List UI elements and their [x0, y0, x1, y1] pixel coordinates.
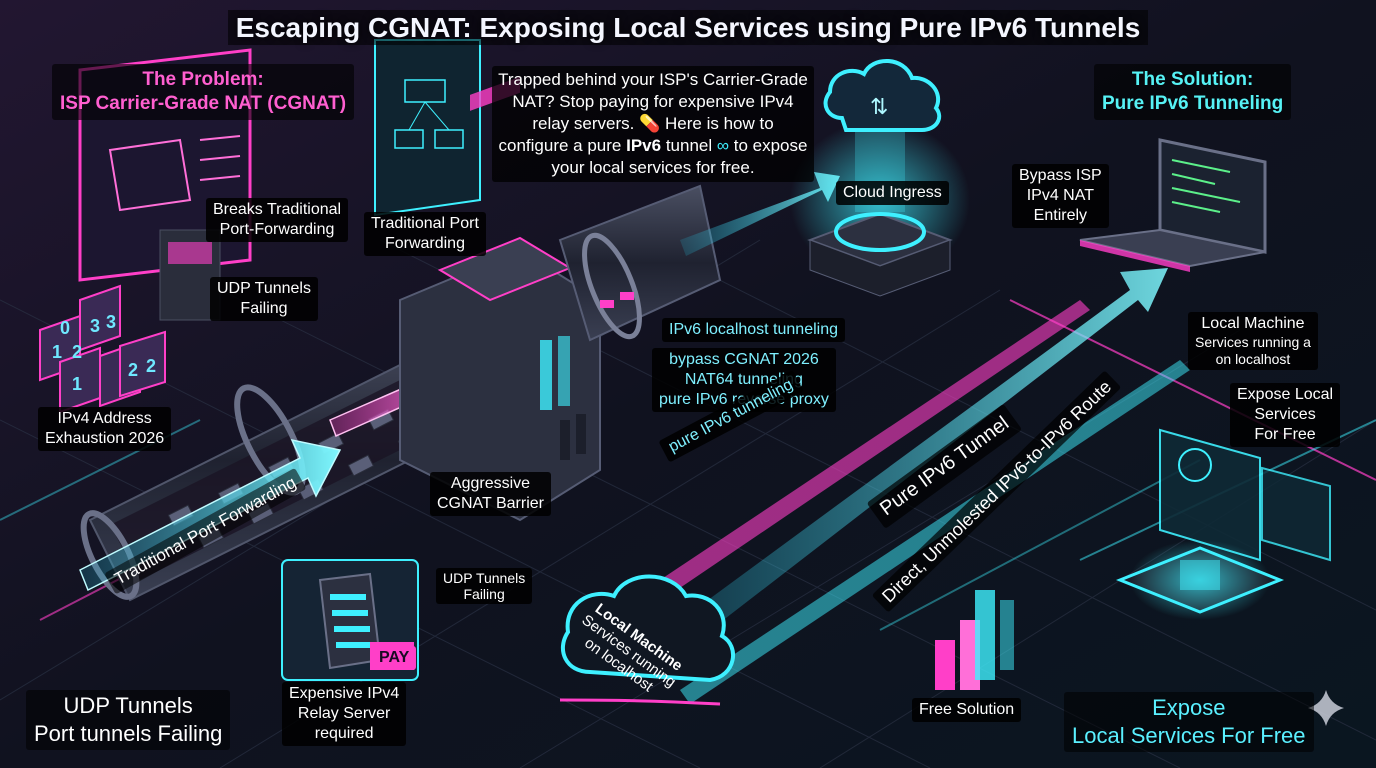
ipv4-dice	[39, 284, 166, 414]
solution-heading: The Solution: Pure IPv6 Tunneling	[1094, 64, 1292, 120]
intro-paragraph: Trapped behind your ISP's Carrier-Grade …	[492, 66, 814, 182]
sparkle-icon	[1308, 690, 1344, 726]
intro-part1: Trapped behind your ISP's Carrier-Grade …	[498, 70, 808, 133]
pure-ipv6-beam	[600, 268, 1190, 704]
die-digit-2: 2	[72, 342, 82, 362]
label-cloud-ingress: Cloud Ingress	[836, 181, 949, 205]
rear-pipe	[558, 184, 722, 342]
label-ipv6-localhost-tunneling: IPv6 localhost tunneling	[662, 318, 845, 342]
die-digit-4: 3	[90, 316, 100, 336]
capsule-icon: 💊	[639, 114, 661, 133]
link-icon: ∞	[716, 136, 730, 155]
die-digit-5: 1	[72, 374, 82, 394]
problem-heading: The Problem: ISP Carrier-Grade NAT (CGNA…	[52, 64, 355, 120]
dice-digits: 1 2 3 3 1 2 2 0	[52, 312, 156, 394]
die-digit-1: 1	[52, 342, 62, 362]
cloud-ingress-node: ⇅	[790, 59, 970, 297]
svg-text:⇅: ⇅	[870, 95, 888, 120]
laptop	[1079, 138, 1267, 272]
die-digit-6: 2	[146, 356, 156, 376]
intro-part3: tunnel	[665, 136, 713, 155]
problem-heading-line2: ISP Carrier-Grade NAT (CGNAT)	[60, 93, 347, 114]
label-local-machine-right: Local Machine Services running a on loca…	[1188, 312, 1318, 370]
solution-heading-line1: The Solution:	[1131, 69, 1254, 90]
intro-bold-ipv6: IPv6	[626, 136, 662, 155]
label-free-solution: Free Solution	[912, 698, 1022, 722]
die-digit-3: 3	[106, 312, 116, 332]
hologram-dashboard	[1115, 428, 1331, 620]
cloud-ingress-arrow	[680, 172, 840, 256]
die-digit-7: 2	[128, 360, 138, 380]
intro-part4: to expose your local services for free.	[551, 136, 808, 177]
problem-heading-line1: The Problem:	[142, 69, 264, 90]
page-title: Escaping CGNAT: Exposing Local Services …	[0, 10, 1376, 45]
intro-part2: Here is how to configure a pure	[498, 114, 774, 155]
die-digit-8: 0	[60, 318, 70, 338]
left-terminals	[159, 229, 221, 321]
flowchart-panel	[374, 39, 481, 217]
solution-heading-line2: Pure IPv6 Tunneling	[1102, 93, 1284, 114]
free-bars	[935, 590, 1014, 690]
local-machine-cloud	[559, 574, 735, 706]
pay-sign: PAY	[372, 646, 417, 670]
